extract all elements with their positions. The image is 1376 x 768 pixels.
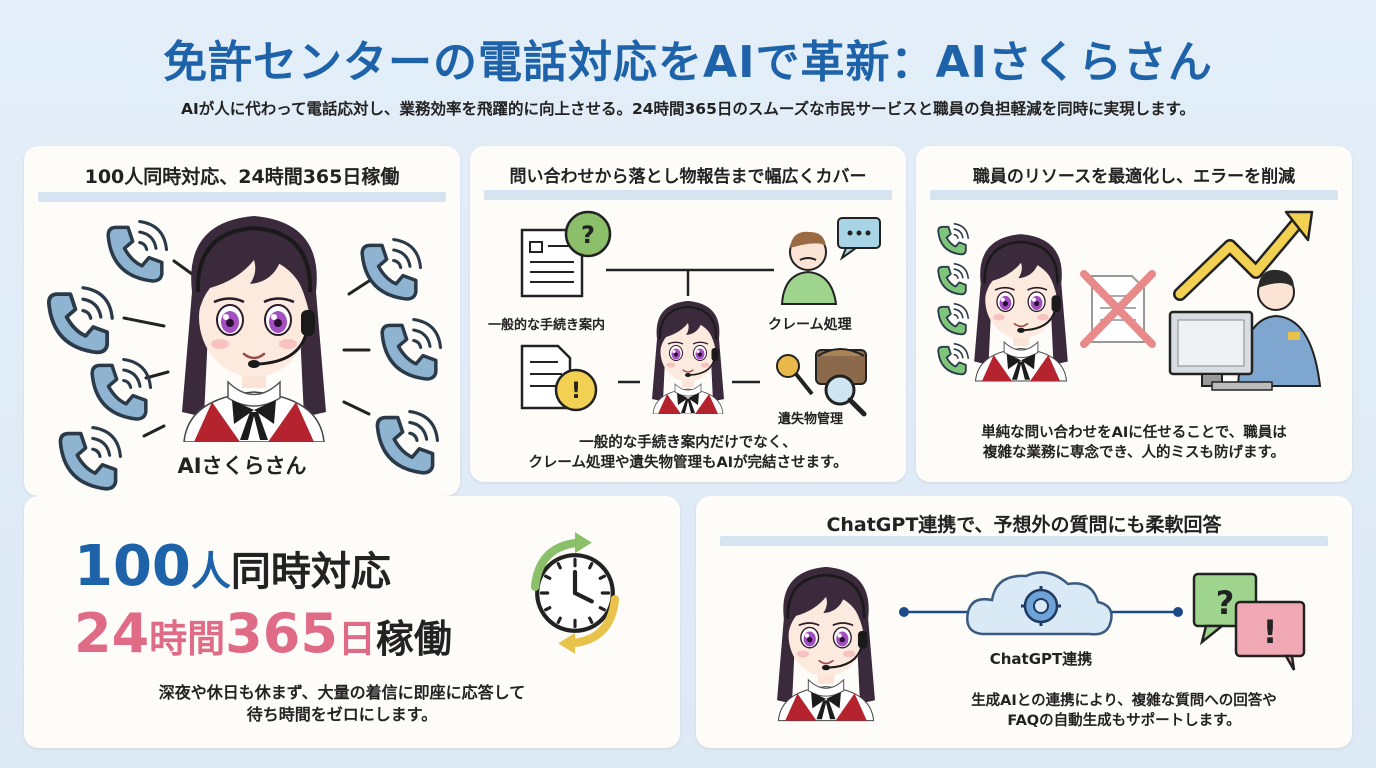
ai-sakura-avatar: [180, 214, 328, 442]
chatgpt-flow-diagram: ? !: [775, 565, 1306, 723]
phone-icon: [106, 219, 169, 283]
coverage-diagram: ? !: [520, 210, 881, 417]
trend-up-icon: [1173, 210, 1314, 301]
panel-description: 一般的な手続き案内だけでなく、 クレーム処理や遺失物管理もAIが完結させます。: [528, 435, 848, 471]
ai-sakura-avatar: [651, 300, 725, 414]
error-document-icon: [1080, 270, 1156, 348]
phone-icon: [937, 302, 970, 336]
panel-chatgpt-integration: ChatGPT連携で、予想外の質問にも柔軟回答 ? ! Ch: [696, 496, 1352, 748]
optimization-illustration: [937, 210, 1322, 391]
panel-title: 100人同時対応、24時間365日稼働: [84, 166, 400, 188]
phone-icon: [360, 237, 423, 301]
panel-description: 深夜や休日も休まず、大量の着信に即座に応答して 待ち時間をゼロにします。: [158, 683, 526, 724]
document-question-icon: ?: [520, 210, 612, 298]
phones-illustration: [46, 214, 443, 491]
phone-icon: [937, 222, 970, 256]
cloud-icon: [966, 571, 1113, 636]
phone-icon: [380, 317, 443, 381]
big-headline-availability: 24時間365日稼働: [74, 602, 452, 665]
svg-text:!: !: [571, 379, 581, 404]
panel-title: 問い合わせから落とし物報告まで幅広くカバー: [509, 167, 867, 187]
complainer-icon: [780, 217, 881, 305]
ai-sakura-avatar: [775, 565, 877, 723]
character-label: AIさくらさん: [177, 454, 307, 478]
cloud-label: ChatGPT連携: [989, 650, 1093, 668]
svg-text:?: ?: [1216, 584, 1235, 622]
exclamation-bubble-icon: !: [1234, 600, 1306, 671]
page-title: 免許センターの電話対応をAIで革新：AIさくらさん: [163, 37, 1213, 88]
panel-title: ChatGPT連携で、予想外の質問にも柔軟回答: [826, 514, 1222, 536]
phone-icon: [90, 357, 153, 421]
node-complaint-handling: クレーム処理: [768, 317, 852, 333]
ai-sakura-avatar: [972, 232, 1070, 383]
panel-title: 職員のリソースを最適化し、エラーを削減: [972, 167, 1296, 187]
phone-icon: [46, 285, 115, 355]
big-headline-concurrency: 100人同時対応: [74, 534, 391, 599]
phone-icon: [937, 342, 970, 376]
panel-24-7-operation: 100人同時対応 24時間365日稼働 深夜や休日も休まず、大量の着信に即座に応…: [24, 496, 680, 748]
svg-text:?: ?: [581, 221, 595, 249]
document-alert-icon: !: [520, 344, 598, 412]
key-wallet-icon: [776, 348, 867, 417]
panel-description: 生成AIとの連携により、複雑な質問への回答や FAQの自動生成もサポートします。: [971, 693, 1277, 729]
page-subtitle: AIが人に代わって電話応対し、業務効率を飛躍的に向上させる。24時間365日のス…: [180, 100, 1196, 118]
node-general-procedures: 一般的な手続き案内: [488, 318, 606, 333]
panel-coverage: 問い合わせから落とし物報告まで幅広くカバー ?: [470, 146, 906, 482]
node-lost-property: 遺失物管理: [778, 412, 844, 427]
staff-at-computer-icon: [1168, 269, 1322, 391]
panel-concurrent-calls: 100人同時対応、24時間365日稼働 AIさくらさん: [24, 146, 460, 496]
panel-resource-optimization: 職員のリソースを最適化し、エラーを削減 単純な問い合わ: [916, 146, 1352, 482]
panel-description: 単純な問い合わせをAIに任せることで、職員は 複雑な業務に専念でき、人的ミスも防…: [981, 425, 1287, 461]
svg-text:!: !: [1263, 613, 1278, 651]
clock-icon: [535, 532, 615, 654]
phone-icon: [937, 262, 970, 296]
